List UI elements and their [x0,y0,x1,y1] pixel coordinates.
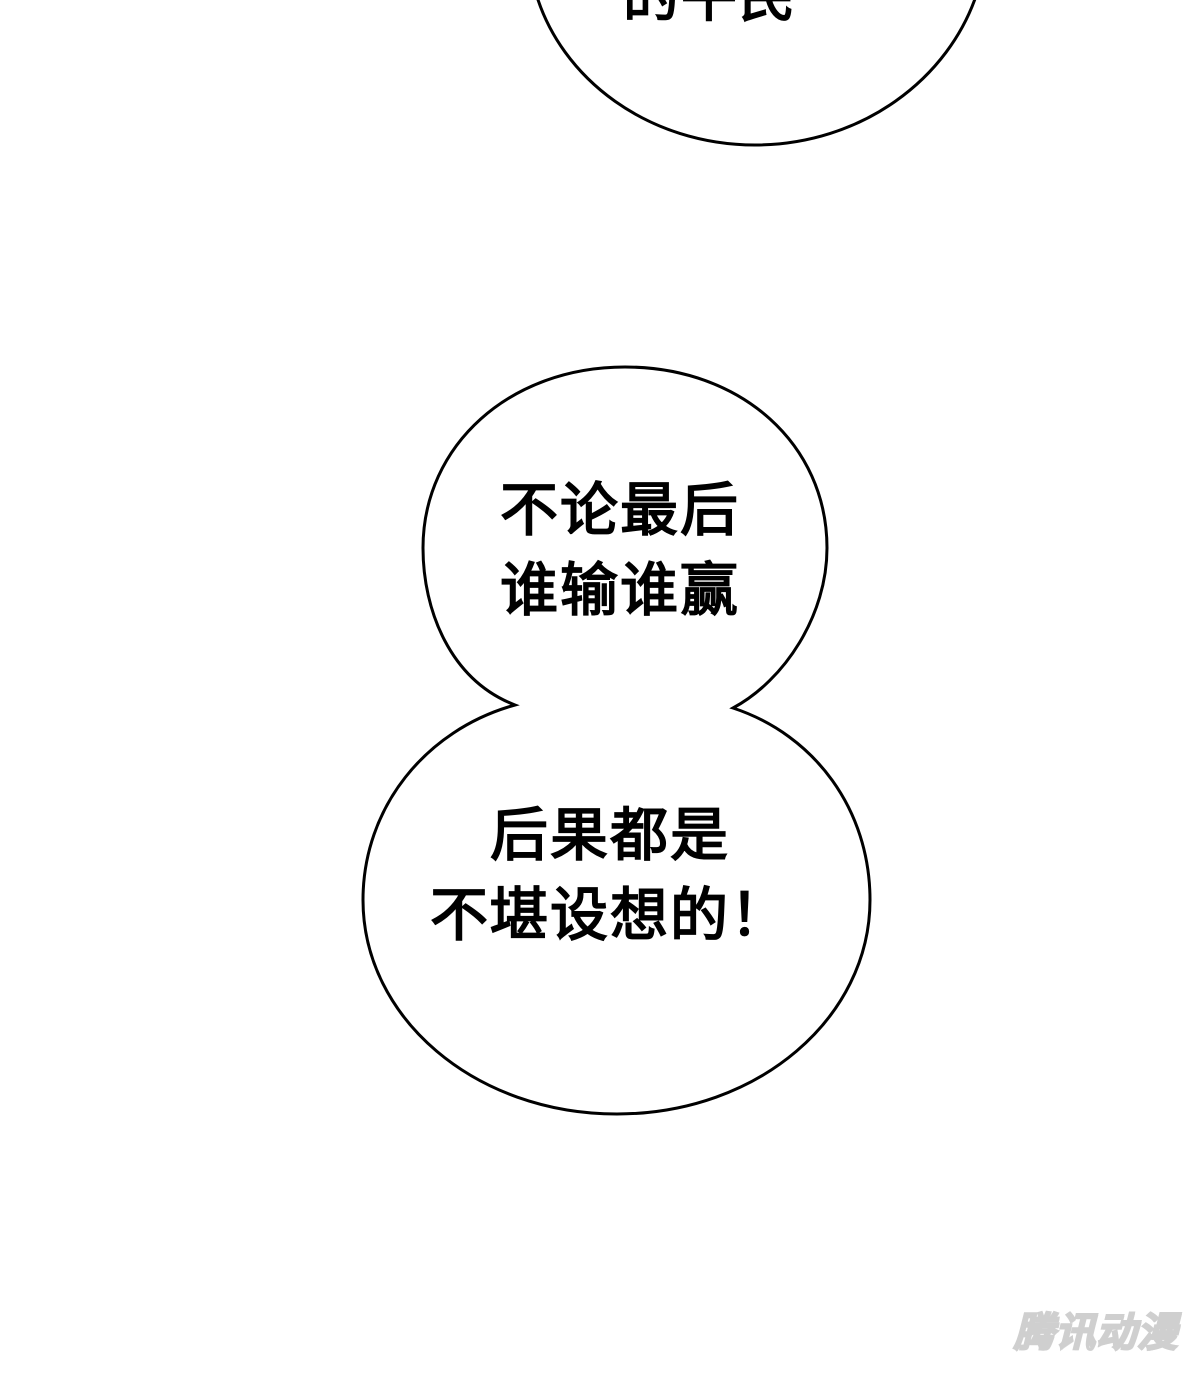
lower-bubble-line-1: 后果都是 [489,801,730,869]
upper-bubble-text: 不论最后 谁输谁赢 [450,470,790,630]
upper-bubble-line-1: 不论最后 [499,476,740,544]
lower-bubble-line-2: 不堪设想的！ [429,881,790,949]
double-speech-bubble [361,365,872,1116]
watermark-logo: 腾讯动漫 [1013,1309,1178,1357]
lower-bubble-text: 后果都是 不堪设想的！ [400,795,820,955]
top-bubble-text: 的平民 [560,0,860,28]
top-bubble-line: 的平民 [560,0,860,28]
top-speech-bubble [536,0,977,147]
upper-bubble-line-2: 谁输谁赢 [499,556,740,624]
